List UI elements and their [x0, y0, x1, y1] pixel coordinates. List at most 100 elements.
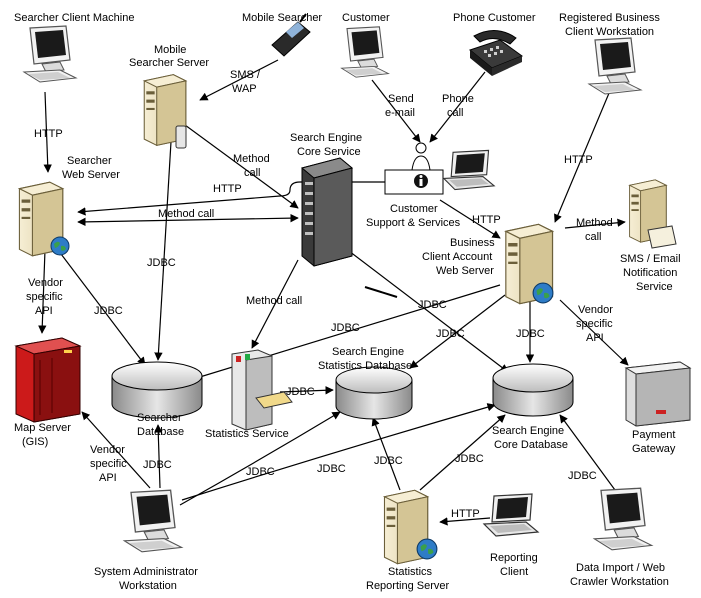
edge-label-method-call-notify-2: call — [585, 231, 602, 243]
registered-business-client-workstation — [588, 37, 642, 95]
edge-label-jdbc-admin-statsdb: JDBC — [246, 466, 275, 478]
label-phone-customer: Phone Customer — [453, 12, 536, 24]
edge-admin-to-searcherdb — [154, 424, 163, 489]
edge-label-jdbc-admin-searcherdb: JDBC — [143, 459, 172, 471]
label-business-web-2: Client Account — [422, 251, 492, 263]
label-import-1: Data Import / Web — [576, 562, 665, 574]
statistics-reporting-server — [383, 489, 438, 565]
edge-label-http-reporting: HTTP — [451, 508, 480, 520]
edge-client-to-webserver — [43, 91, 52, 173]
edge-customer-email — [371, 79, 421, 143]
edge-business-to-notification — [564, 218, 626, 229]
edge-phone-call — [429, 71, 486, 143]
edge-label-send-email-2: e-mail — [385, 107, 415, 119]
label-map-server-2: (GIS) — [22, 436, 48, 448]
laptop-icon — [443, 149, 495, 191]
label-reporting-server-2: Reporting Server — [366, 580, 449, 592]
edge-web-core-method — [77, 213, 299, 227]
label-notification-3: Service — [636, 281, 673, 293]
edge-label-vendor-api-business-2: specific — [576, 318, 613, 330]
edge-business-to-payment — [559, 299, 629, 366]
edge-label-vendor-api-web-2: specific — [26, 291, 63, 303]
label-mobile-server-1: Mobile — [154, 44, 186, 56]
edge-label-sms-wap-2: WAP — [232, 83, 257, 95]
system-administrator-workstation — [123, 489, 183, 553]
edge-label-method-call-mobile-1: Method — [233, 153, 270, 165]
globe-icon — [416, 538, 438, 560]
globe-icon — [532, 282, 554, 304]
edge-admin-to-coredb — [181, 403, 496, 501]
edge-stats-to-statsdb — [279, 386, 334, 395]
label-core-service-1: Search Engine — [290, 132, 362, 144]
globe-icon — [50, 236, 70, 256]
edge-label-vendor-api-business-1: Vendor — [578, 304, 613, 316]
mobile-searcher-server — [143, 74, 187, 149]
edge-label-jdbc-business-searcherdb: JDBC — [331, 322, 360, 334]
mobile-phone-icon — [271, 13, 311, 57]
edge-label-http-support: HTTP — [213, 183, 242, 195]
statistics-service — [231, 349, 293, 431]
monitor-icon — [341, 26, 389, 78]
edge-label-vendor-api-admin-2: specific — [90, 458, 127, 470]
edge-label-jdbc-web-db: JDBC — [94, 305, 123, 317]
edge-label-jdbc-reporting-coredb: JDBC — [455, 453, 484, 465]
edge-core-to-coredb — [344, 247, 509, 373]
payment-gateway — [624, 361, 692, 427]
edge-mobileserver-to-core — [184, 124, 299, 209]
label-registered-business-1: Registered Business — [559, 12, 660, 24]
label-customer: Customer — [342, 12, 390, 24]
label-searcher-web-2: Web Server — [62, 169, 120, 181]
monitor-icon — [123, 489, 183, 553]
mainframe-icon — [14, 337, 82, 423]
label-searcher-db-2: Database — [137, 426, 184, 438]
edge-admin-to-mapserver — [81, 411, 151, 489]
label-core-db-2: Core Database — [494, 439, 568, 451]
edge-mobile-to-mobileserver — [199, 59, 279, 101]
customer — [341, 26, 389, 78]
phone-customer — [468, 30, 524, 76]
support-box — [384, 169, 444, 195]
edge-label-method-call-mobile-2: call — [244, 167, 261, 179]
sms-email-notification-service — [629, 179, 677, 249]
payment-server-icon — [624, 361, 692, 427]
customer-support-services — [384, 142, 495, 195]
envelope-icon — [647, 225, 677, 249]
label-payment-1: Payment — [632, 429, 675, 441]
label-core-service-2: Core Service — [297, 146, 361, 158]
laptop-icon — [483, 493, 539, 537]
edge-label-sms-wap-1: SMS / — [230, 69, 261, 81]
label-reporting-client-1: Reporting — [490, 552, 538, 564]
label-stats-db-2: Statistics Database — [318, 360, 412, 372]
edge-label-method-call-notify-1: Method — [576, 217, 613, 229]
edge-label-jdbc-admin-coredb: JDBC — [317, 463, 346, 475]
searcher-client-machine — [23, 25, 77, 83]
edge-label-jdbc-core-statsdb: JDBC — [418, 299, 447, 311]
edge-label-jdbc-business-coredb: JDBC — [516, 328, 545, 340]
edge-business-http — [554, 85, 613, 223]
label-sysadmin-2: Workstation — [119, 580, 177, 592]
edge-label-http-business: HTTP — [564, 154, 593, 166]
label-searcher-db-1: Searcher — [137, 412, 182, 424]
edge-label-jdbc-stats-service: JDBC — [286, 386, 315, 398]
edge-client-to-reporting — [439, 517, 491, 526]
node-labels: Searcher Client Machine Mobile Searcher … — [14, 12, 681, 592]
label-payment-2: Gateway — [632, 443, 676, 455]
edge-label-vendor-api-business-3: API — [586, 332, 604, 344]
database-icon — [335, 366, 413, 420]
edge-label-send-email-1: Send — [388, 93, 414, 105]
edge-label-phone-call-1: Phone — [442, 93, 474, 105]
edge-label-jdbc-import: JDBC — [568, 470, 597, 482]
label-searcher-client: Searcher Client Machine — [14, 12, 134, 24]
edge-import-to-coredb — [559, 414, 616, 491]
edge-web-to-mapserver — [38, 249, 47, 334]
map-server-gis — [14, 337, 82, 423]
label-searcher-web-1: Searcher — [67, 155, 112, 167]
label-import-2: Crawler Workstation — [570, 576, 669, 588]
label-reporting-server-1: Statistics — [388, 566, 433, 578]
label-core-db-1: Search Engine — [492, 425, 564, 437]
edge-label-jdbc-business-statsdb: JDBC — [436, 328, 465, 340]
label-support-1: Customer — [390, 203, 438, 215]
database-icon — [492, 363, 574, 417]
